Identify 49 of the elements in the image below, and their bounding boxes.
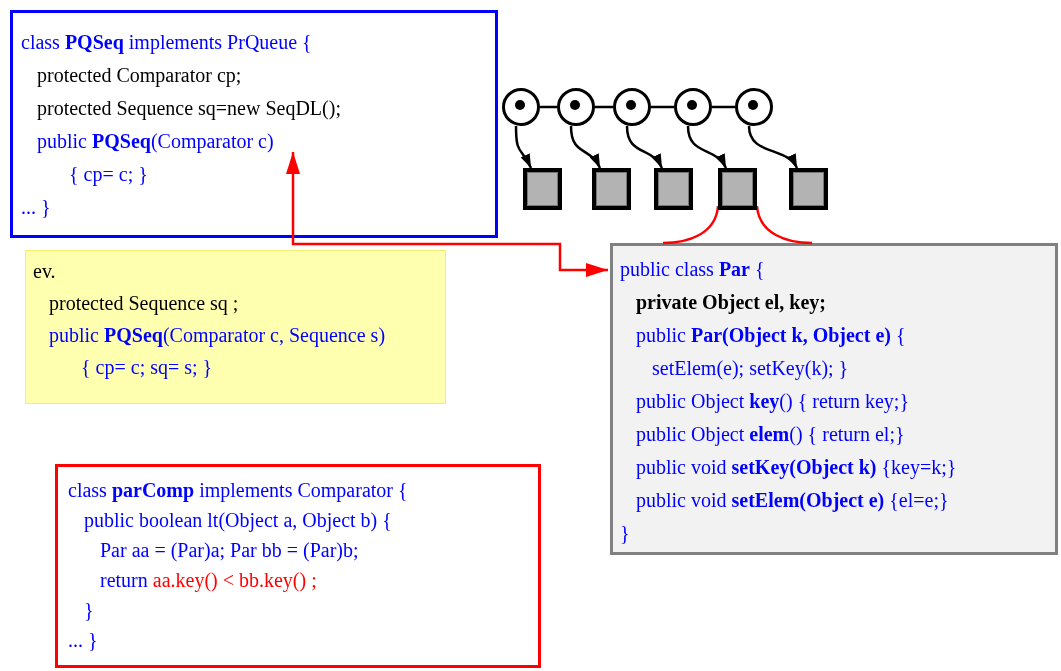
code-line: class PQSeq implements PrQueue {: [21, 29, 312, 54]
code-line: public void setKey(Object k) {key=k;}: [636, 454, 957, 479]
code-line: public Par(Object k, Object e) {: [636, 322, 906, 347]
code-line: { cp= c; sq= s; }: [81, 355, 213, 379]
arrow: [686, 125, 728, 169]
code-line: protected Sequence sq ;: [49, 291, 239, 315]
connector-line: [651, 105, 674, 109]
code-line: public boolean lt(Object a, Object b) {: [84, 508, 392, 532]
code-line: private Object el, key;: [636, 289, 826, 314]
code-line: public Object elem() { return el;}: [636, 421, 905, 446]
arrow: [286, 152, 608, 277]
list-position-circle: [502, 88, 540, 126]
element-box: [523, 168, 562, 210]
element-box: [654, 168, 693, 210]
code-line: ... }: [21, 194, 51, 219]
connector-line: [662, 205, 720, 245]
code-panel: [610, 243, 1058, 555]
note-panel: [25, 250, 446, 404]
arrow: [569, 125, 602, 169]
code-line: aa.key() < bb.key() ;: [152, 568, 317, 592]
code-line: public class Par {: [620, 256, 765, 281]
code-panel: [10, 10, 498, 238]
arrow: [625, 125, 664, 169]
list-position-circle: [674, 88, 712, 126]
code-line: protected Sequence sq=new SeqDL();: [37, 95, 341, 120]
list-position-circle: [613, 88, 651, 126]
code-line: setElem(e); setKey(k); }: [652, 355, 849, 380]
code-line: ... }: [68, 628, 98, 652]
code-panel: [55, 464, 541, 668]
list-position-circle: [735, 88, 773, 126]
element-box: [592, 168, 631, 210]
code-line: public PQSeq(Comparator c, Sequence s): [49, 323, 386, 347]
code-line: ev.: [33, 259, 56, 283]
arrow: [747, 125, 799, 169]
connector-line: [712, 105, 735, 109]
arrow: [514, 126, 533, 169]
code-line: return: [100, 568, 148, 592]
code-line: public void setElem(Object e) {el=e;}: [636, 487, 949, 512]
code-line: { cp= c; }: [69, 161, 148, 186]
code-line: public PQSeq(Comparator c): [37, 128, 274, 153]
code-line: }: [620, 520, 630, 545]
code-line: Par aa = (Par)a; Par bb = (Par)b;: [100, 538, 359, 562]
code-line: public Object key() { return key;}: [636, 388, 910, 413]
code-line: }: [84, 598, 94, 622]
element-box: [789, 168, 828, 210]
code-line: protected Comparator cp;: [37, 62, 242, 87]
list-position-circle: [557, 88, 595, 126]
code-line: class parComp implements Comparator {: [68, 478, 408, 502]
element-box: [718, 168, 757, 210]
